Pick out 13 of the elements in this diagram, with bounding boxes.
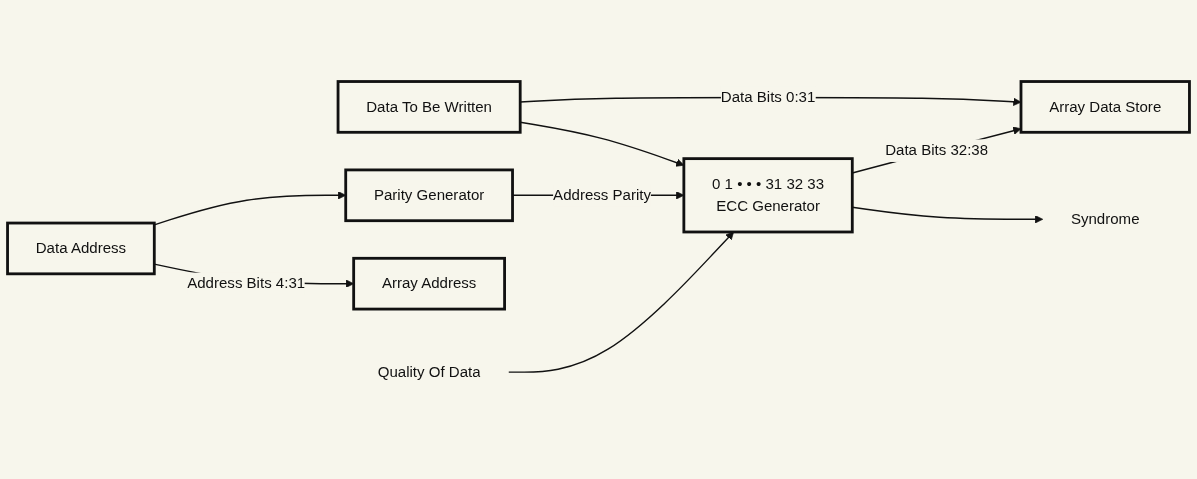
node-box: Data To Be Written: [336, 80, 522, 134]
edge-label: Data Bits 32:38: [885, 142, 989, 159]
node-box: 0 1 • • • 31 32 33 ECC Generator: [682, 157, 854, 234]
edge-label: Address Parity: [553, 186, 651, 203]
node-box: Parity Generator: [344, 168, 514, 223]
node-text: Quality Of Data: [377, 363, 481, 380]
node-box: Data Address: [6, 221, 156, 276]
node-box: Array Data Store: [1019, 80, 1191, 134]
edge-label: Data Bits 0:31: [720, 89, 816, 106]
arrow: [508, 231, 734, 373]
edge-label: Address Bits 4:31: [187, 275, 306, 292]
node-text: Syndrome: [1070, 210, 1140, 227]
node-box: Array Address: [352, 256, 506, 311]
